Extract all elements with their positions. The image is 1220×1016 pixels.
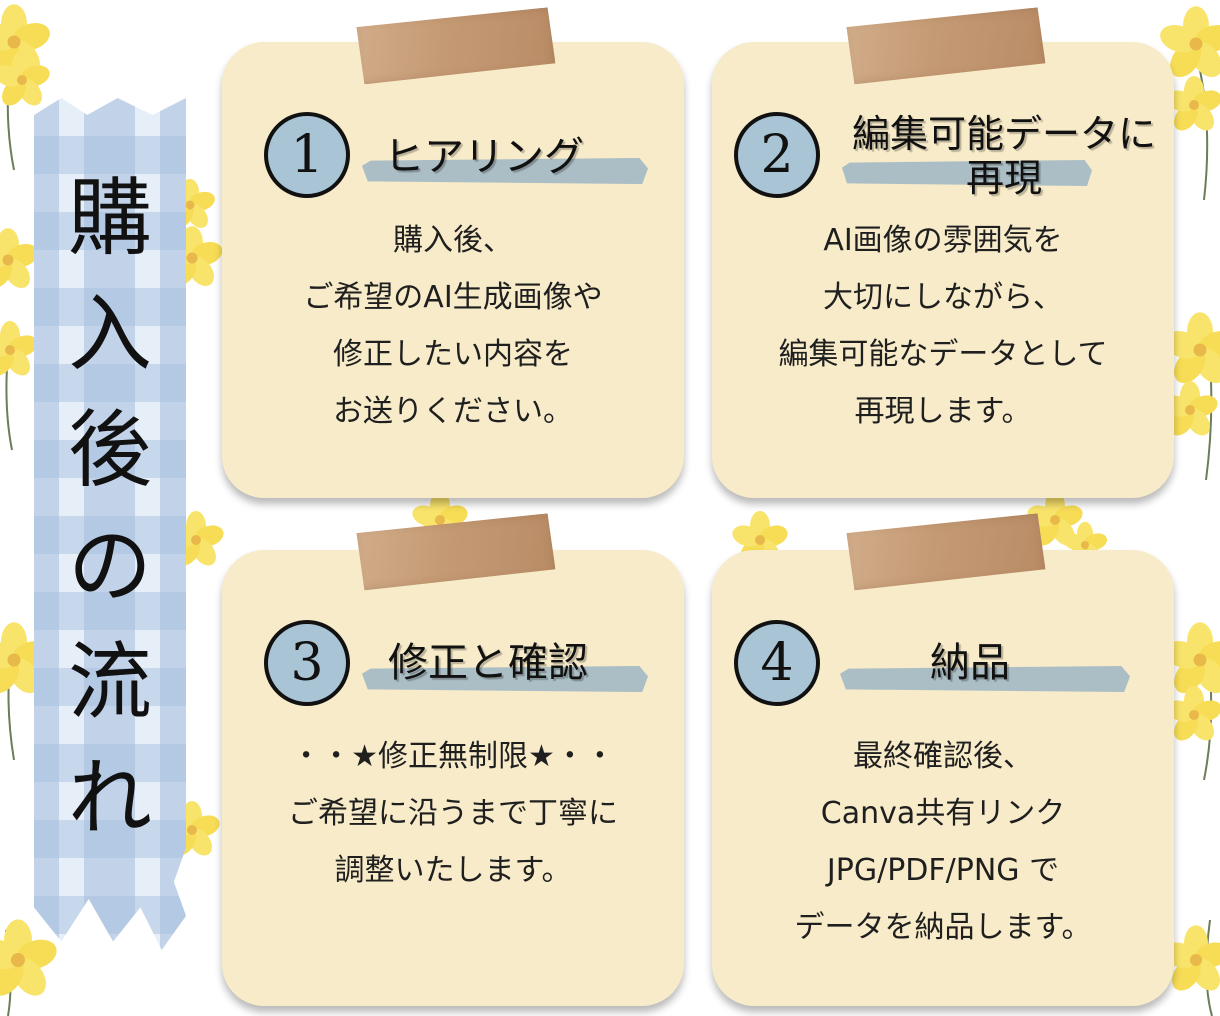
step-number: 1 xyxy=(290,125,324,185)
banner-title-char: 購 xyxy=(67,169,152,267)
step-title: 納品 xyxy=(930,640,1010,686)
step-body-line: 最終確認後、 xyxy=(853,739,1033,774)
step-title: 編集可能データに 再現 xyxy=(836,112,1172,200)
step-card-4: 4 納品 最終確認後、 Canva共有リンク JPG/PDF/PNG で データ… xyxy=(712,550,1174,1006)
step-body-line: JPG/PDF/PNG で xyxy=(826,853,1060,888)
banner-title-char: 入 xyxy=(67,285,152,383)
step-body-line: ご希望のAI生成画像や xyxy=(303,280,603,315)
yellow-flower-icon xyxy=(0,919,61,1003)
step-body-line: ご希望に沿うまで丁寧に xyxy=(288,796,618,831)
gingham-banner xyxy=(34,98,186,950)
step-body-line: Canva共有リンク xyxy=(820,796,1066,831)
step-body-line: 大切にしながら、 xyxy=(823,280,1063,315)
step-body: AI画像の雰囲気を 大切にしながら、 編集可能なデータとして 再現します。 xyxy=(712,212,1174,440)
banner-title-char: 後 xyxy=(67,401,152,499)
step-title-line: 修正と確認 xyxy=(388,640,588,686)
banner-title-char: 流 xyxy=(67,633,152,731)
step-title-line: 編集可能データに xyxy=(851,112,1156,156)
number-circle-icon: 3 xyxy=(264,620,350,706)
step-number: 3 xyxy=(290,633,324,693)
step-body: 最終確認後、 Canva共有リンク JPG/PDF/PNG で データを納品しま… xyxy=(712,728,1174,956)
step-card-3: 3 修正と確認 ・・★修正無制限★・・ ご希望に沿うまで丁寧に 調整いたします。 xyxy=(222,550,684,1006)
step-body-line: AI画像の雰囲気を xyxy=(823,223,1063,258)
step-card-2: 2 編集可能データに 再現 AI画像の雰囲気を 大切にしながら、 編集可能なデー… xyxy=(712,42,1174,498)
brush-stroke-icon xyxy=(362,158,648,184)
step-number: 2 xyxy=(760,125,794,185)
step-body-line: 調整いたします。 xyxy=(334,853,572,888)
step-body-line: 再現します。 xyxy=(854,394,1032,429)
step-title: ヒアリング xyxy=(384,134,584,180)
step-title: 修正と確認 xyxy=(388,640,588,686)
step-body: ・・★修正無制限★・・ ご希望に沿うまで丁寧に 調整いたします。 xyxy=(222,728,684,899)
step-body-line: お送りください。 xyxy=(333,394,573,429)
brush-stroke-icon xyxy=(842,160,1092,186)
step-body-line: データを納品します。 xyxy=(794,910,1092,945)
number-circle-icon: 4 xyxy=(734,620,820,706)
number-circle-icon: 2 xyxy=(734,112,820,198)
number-circle-icon: 1 xyxy=(264,112,350,198)
brush-stroke-icon xyxy=(362,666,648,692)
banner-title-char: れ xyxy=(67,749,152,847)
step-number: 4 xyxy=(760,633,794,693)
step-body: 購入後、 ご希望のAI生成画像や 修正したい内容を お送りください。 xyxy=(222,212,684,440)
step-body-line: ・・★修正無制限★・・ xyxy=(291,739,615,774)
step-title-line: 再現 xyxy=(965,156,1042,200)
banner-title: 購 入 後 の 流 れ xyxy=(34,160,186,856)
step-title-line: ヒアリング xyxy=(384,134,584,180)
step-body-line: 編集可能なデータとして xyxy=(778,337,1108,372)
banner-title-char: の xyxy=(67,517,152,615)
step-body-line: 購入後、 xyxy=(393,223,513,258)
brush-stroke-icon xyxy=(840,666,1130,692)
step-body-line: 修正したい内容を xyxy=(333,337,573,372)
step-title-line: 納品 xyxy=(930,640,1010,686)
step-card-1: 1 ヒアリング 購入後、 ご希望のAI生成画像や 修正したい内容を お送りくださ… xyxy=(222,42,684,498)
